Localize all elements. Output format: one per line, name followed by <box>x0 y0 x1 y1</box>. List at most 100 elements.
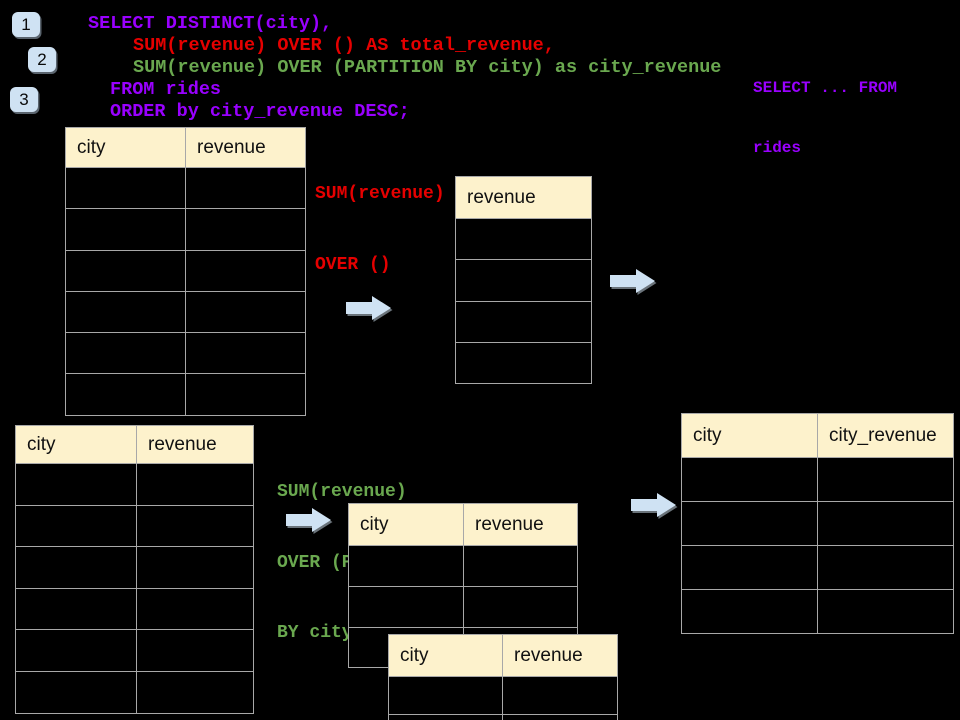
table-cell-empty <box>456 343 591 383</box>
table-cell-empty <box>136 588 253 630</box>
table-cell-empty <box>389 715 502 720</box>
flow-arrow-4 <box>631 493 678 519</box>
step-badge-2: 2 <box>28 47 56 72</box>
table-cell-empty <box>817 590 953 633</box>
table-source-top: city revenue <box>65 127 306 416</box>
table-row <box>16 587 253 630</box>
table-header-row: city revenue <box>349 504 577 545</box>
table-row <box>66 167 305 209</box>
table-header-row: city revenue <box>16 426 253 463</box>
table-row <box>456 218 591 259</box>
table-header-row: city revenue <box>389 635 617 676</box>
table-row <box>682 501 953 545</box>
table-cell-empty <box>185 374 305 415</box>
annotation-total-line-2: OVER () <box>315 254 391 275</box>
flow-arrow-1 <box>346 296 393 322</box>
side-note-line-1: SELECT ... FROM <box>753 79 898 97</box>
table-cell-empty <box>136 671 253 713</box>
column-header-city: city <box>400 644 429 666</box>
table-cell-empty <box>463 546 577 586</box>
sql-line-from: FROM rides <box>110 79 222 100</box>
column-header-revenue: revenue <box>463 504 577 545</box>
table-cell-empty <box>66 168 185 208</box>
table-row <box>456 341 591 383</box>
table-row <box>16 463 253 505</box>
table-row <box>349 545 577 586</box>
table-row <box>16 546 253 588</box>
column-header-revenue: revenue <box>467 186 536 208</box>
table-row <box>389 676 617 714</box>
flow-arrow-2 <box>610 269 657 295</box>
table-cell-empty <box>66 292 185 332</box>
column-header-city: city <box>77 136 106 158</box>
table-cell-empty <box>136 464 253 505</box>
table-cell-empty <box>136 505 253 547</box>
table-cell-empty <box>456 302 591 342</box>
table-source-bottom: city revenue <box>15 425 254 714</box>
table-cell-empty <box>185 333 305 374</box>
sql-line-total-revenue: SUM(revenue) OVER () AS total_revenue, <box>133 35 555 56</box>
column-header-revenue: revenue <box>502 635 617 676</box>
flow-arrow-3 <box>286 508 333 534</box>
table-cell-empty <box>185 250 305 291</box>
table-city-revenue-result: city city_revenue <box>681 413 954 634</box>
table-header-row: city city_revenue <box>682 414 953 457</box>
table-cell-empty <box>16 589 136 630</box>
column-header-city: city <box>693 424 722 446</box>
table-cell-empty <box>136 547 253 588</box>
table-cell-empty <box>817 502 953 545</box>
table-cell-empty <box>66 251 185 291</box>
table-row <box>456 259 591 300</box>
table-total-revenue-result: revenue <box>455 176 592 385</box>
table-cell-empty <box>16 506 136 547</box>
table-row <box>66 249 305 291</box>
table-row <box>16 504 253 547</box>
table-cell-empty <box>185 168 305 209</box>
table-row <box>66 290 305 333</box>
table-row <box>456 300 591 342</box>
table-cell-empty <box>16 672 136 713</box>
table-row <box>66 332 305 374</box>
table-cell-empty <box>185 209 305 250</box>
column-header-revenue: revenue <box>185 128 305 167</box>
table-row <box>16 629 253 671</box>
table-cell-empty <box>16 547 136 588</box>
table-cell-empty <box>389 677 502 714</box>
table-header-row: city revenue <box>66 128 305 167</box>
table-cell-empty <box>136 630 253 671</box>
table-cell-empty <box>66 333 185 373</box>
side-note-select-from: SELECT ... FROM rides <box>753 38 897 198</box>
annotation-total-revenue: SUM(revenue) OVER () <box>315 136 445 324</box>
table-cell-empty <box>16 630 136 671</box>
side-note-line-2: rides <box>753 139 802 157</box>
table-cell-empty <box>16 464 136 505</box>
column-header-revenue: revenue <box>136 426 253 463</box>
table-header-row: revenue <box>456 177 591 218</box>
table-row <box>682 589 953 633</box>
table-row <box>66 373 305 415</box>
table-row <box>66 208 305 250</box>
table-cell-empty <box>682 502 817 545</box>
column-header-city: city <box>360 513 389 535</box>
table-partition-front: city revenue <box>388 634 618 720</box>
table-row <box>349 585 577 627</box>
table-row <box>16 670 253 713</box>
table-cell-empty <box>682 458 817 501</box>
table-cell-empty <box>349 587 463 627</box>
table-cell-empty <box>456 260 591 300</box>
annotation-partition-line-1: SUM(revenue) <box>277 482 407 502</box>
sql-line-city-revenue: SUM(revenue) OVER (PARTITION BY city) as… <box>133 57 722 78</box>
annotation-total-line-1: SUM(revenue) <box>315 184 445 204</box>
table-cell-empty <box>456 219 591 259</box>
table-cell-empty <box>463 586 577 627</box>
table-cell-empty <box>349 546 463 586</box>
column-header-city-revenue: city_revenue <box>817 414 953 457</box>
table-cell-empty <box>66 374 185 414</box>
table-cell-empty <box>682 546 817 589</box>
step-badge-1: 1 <box>12 12 40 37</box>
column-header-city: city <box>27 433 56 455</box>
table-cell-empty <box>185 291 305 333</box>
table-cell-empty <box>66 209 185 249</box>
table-row <box>682 545 953 589</box>
table-row <box>389 713 617 720</box>
